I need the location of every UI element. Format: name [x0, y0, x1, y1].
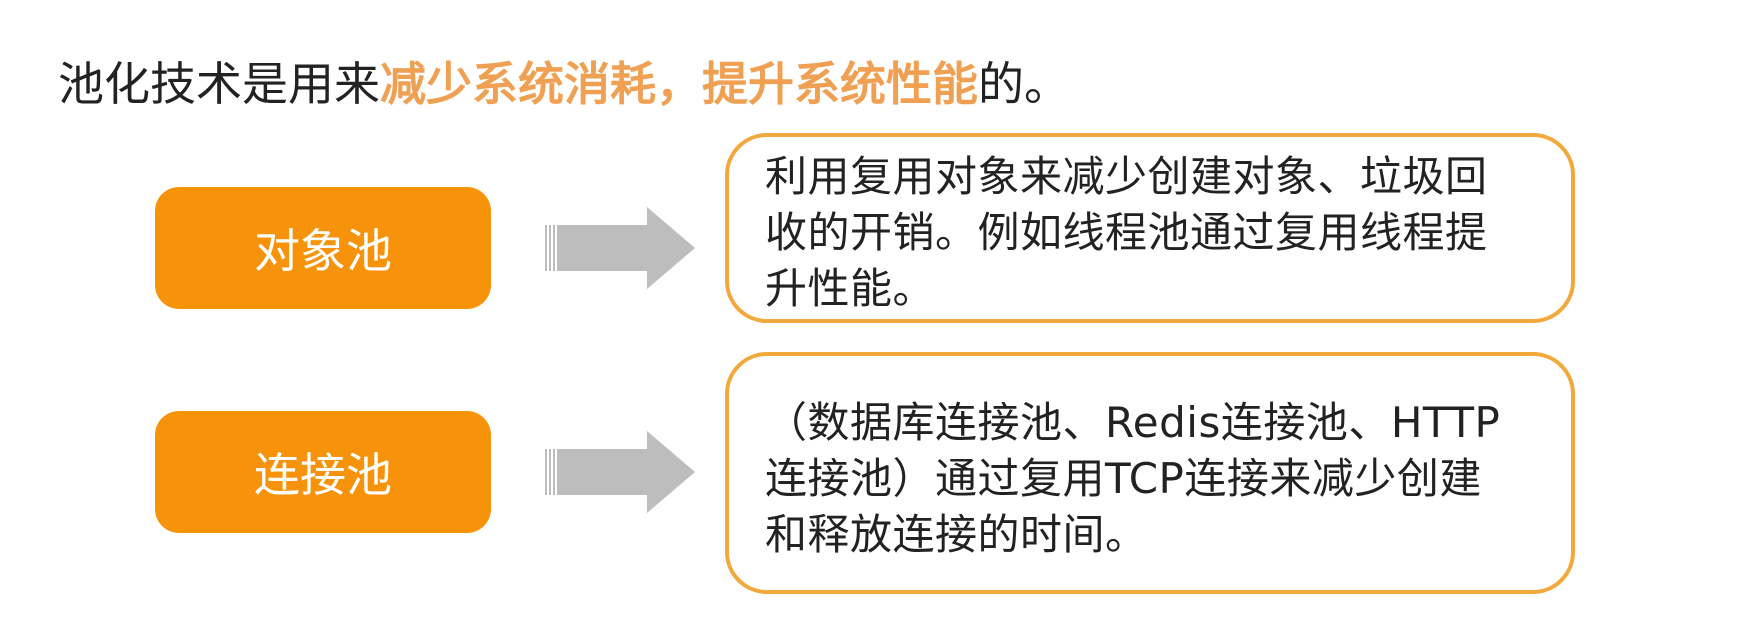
description-line: （数据库连接池、Redis连接池、HTTP [765, 398, 1501, 447]
description-line: 升性能。 [765, 264, 936, 313]
connection-pool-label: 连接池 [254, 448, 392, 502]
right-arrow-icon [545, 431, 695, 513]
connection-pool-pill: 连接池 [155, 411, 491, 533]
description-line: 收的开销。例如线程池通过复用线程提 [765, 208, 1488, 257]
object-pool-label: 对象池 [254, 224, 392, 278]
headline-suffix: 的。 [978, 57, 1070, 111]
headline-prefix: 池化技术是用来 [58, 57, 380, 111]
connection-pool-description: （数据库连接池、Redis连接池、HTTP 连接池）通过复用TCP连接来减少创建… [725, 352, 1575, 594]
headline: 池化技术是用来减少系统消耗，提升系统性能的。 [58, 44, 1070, 124]
headline-highlight: 减少系统消耗，提升系统性能 [380, 57, 978, 111]
description-line: 利用复用对象来减少创建对象、垃圾回 [765, 152, 1488, 201]
description-line: 连接池）通过复用TCP连接来减少创建 [765, 454, 1482, 503]
object-pool-description: 利用复用对象来减少创建对象、垃圾回 收的开销。例如线程池通过复用线程提 升性能。 [725, 133, 1575, 323]
description-line: 和释放连接的时间。 [765, 510, 1148, 559]
object-pool-pill: 对象池 [155, 187, 491, 309]
right-arrow-icon [545, 207, 695, 289]
